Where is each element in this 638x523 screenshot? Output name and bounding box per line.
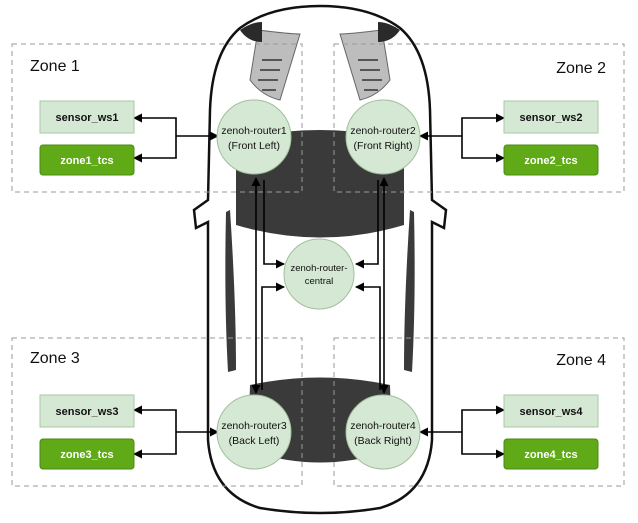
router2-name: zenoh-router2 <box>350 125 416 137</box>
link-r1-central <box>263 180 285 269</box>
zone1-label: Zone 1 <box>30 58 80 75</box>
link-zone1-sensor <box>133 113 177 136</box>
router4-node: zenoh-router4 (Back Right) <box>345 394 421 470</box>
router1-name: zenoh-router1 <box>221 125 287 137</box>
router3-name: zenoh-router3 <box>221 420 287 432</box>
link-r3-central <box>261 282 285 390</box>
zone2-sensor-label: sensor_ws2 <box>520 112 583 124</box>
router-central-name-cont: central <box>305 276 334 287</box>
router4-location: (Back Right) <box>354 435 412 447</box>
link-zone1-tcs <box>133 136 177 163</box>
zone2-label: Zone 2 <box>556 60 606 77</box>
link-zone4-tcs <box>461 432 505 459</box>
router2-location: (Front Right) <box>354 140 413 152</box>
router-central-node: zenoh-router- central <box>283 238 355 310</box>
zone4-tcs-box: zone4_tcs <box>503 438 599 470</box>
router1-location: (Front Left) <box>228 140 280 152</box>
router3-node: zenoh-router3 (Back Left) <box>216 394 292 470</box>
router-central-name: zenoh-router- <box>290 263 347 274</box>
zone3-sensor-label: sensor_ws3 <box>56 406 119 418</box>
zone1-tcs-box: zone1_tcs <box>39 144 135 176</box>
connectors <box>133 113 505 459</box>
zone1-area <box>11 43 303 193</box>
router3-location: (Back Left) <box>229 435 280 447</box>
zone4-sensor-box: sensor_ws4 <box>503 394 599 428</box>
link-zone3-sensor <box>133 405 177 432</box>
zone4-tcs-label: zone4_tcs <box>524 449 577 461</box>
zone1-sensor-label: sensor_ws1 <box>56 112 119 124</box>
zone4-area <box>333 337 625 487</box>
zone3-tcs-box: zone3_tcs <box>39 438 135 470</box>
zone2-sensor-box: sensor_ws2 <box>503 100 599 134</box>
zone3-sensor-box: sensor_ws3 <box>39 394 135 428</box>
zone2-tcs-box: zone2_tcs <box>503 144 599 176</box>
link-r4-central <box>355 282 381 390</box>
link-zone3-tcs <box>133 432 177 459</box>
zone4-sensor-label: sensor_ws4 <box>520 406 584 418</box>
zone1-tcs-label: zone1_tcs <box>60 155 113 167</box>
zone1-sensor-box: sensor_ws1 <box>39 100 135 134</box>
router1-node: zenoh-router1 (Front Left) <box>216 99 292 175</box>
link-r2-central <box>355 180 379 269</box>
link-zone2-tcs <box>461 136 505 163</box>
link-zone4-sensor <box>461 405 505 432</box>
zone3-label: Zone 3 <box>30 350 80 367</box>
zone2-tcs-label: zone2_tcs <box>524 155 577 167</box>
router4-name: zenoh-router4 <box>350 420 416 432</box>
zone4-label: Zone 4 <box>556 352 606 369</box>
zone2-area <box>333 43 625 193</box>
zone3-area <box>11 337 303 487</box>
link-zone2-sensor <box>461 113 505 136</box>
zone3-tcs-label: zone3_tcs <box>60 449 113 461</box>
router2-node: zenoh-router2 (Front Right) <box>345 99 421 175</box>
